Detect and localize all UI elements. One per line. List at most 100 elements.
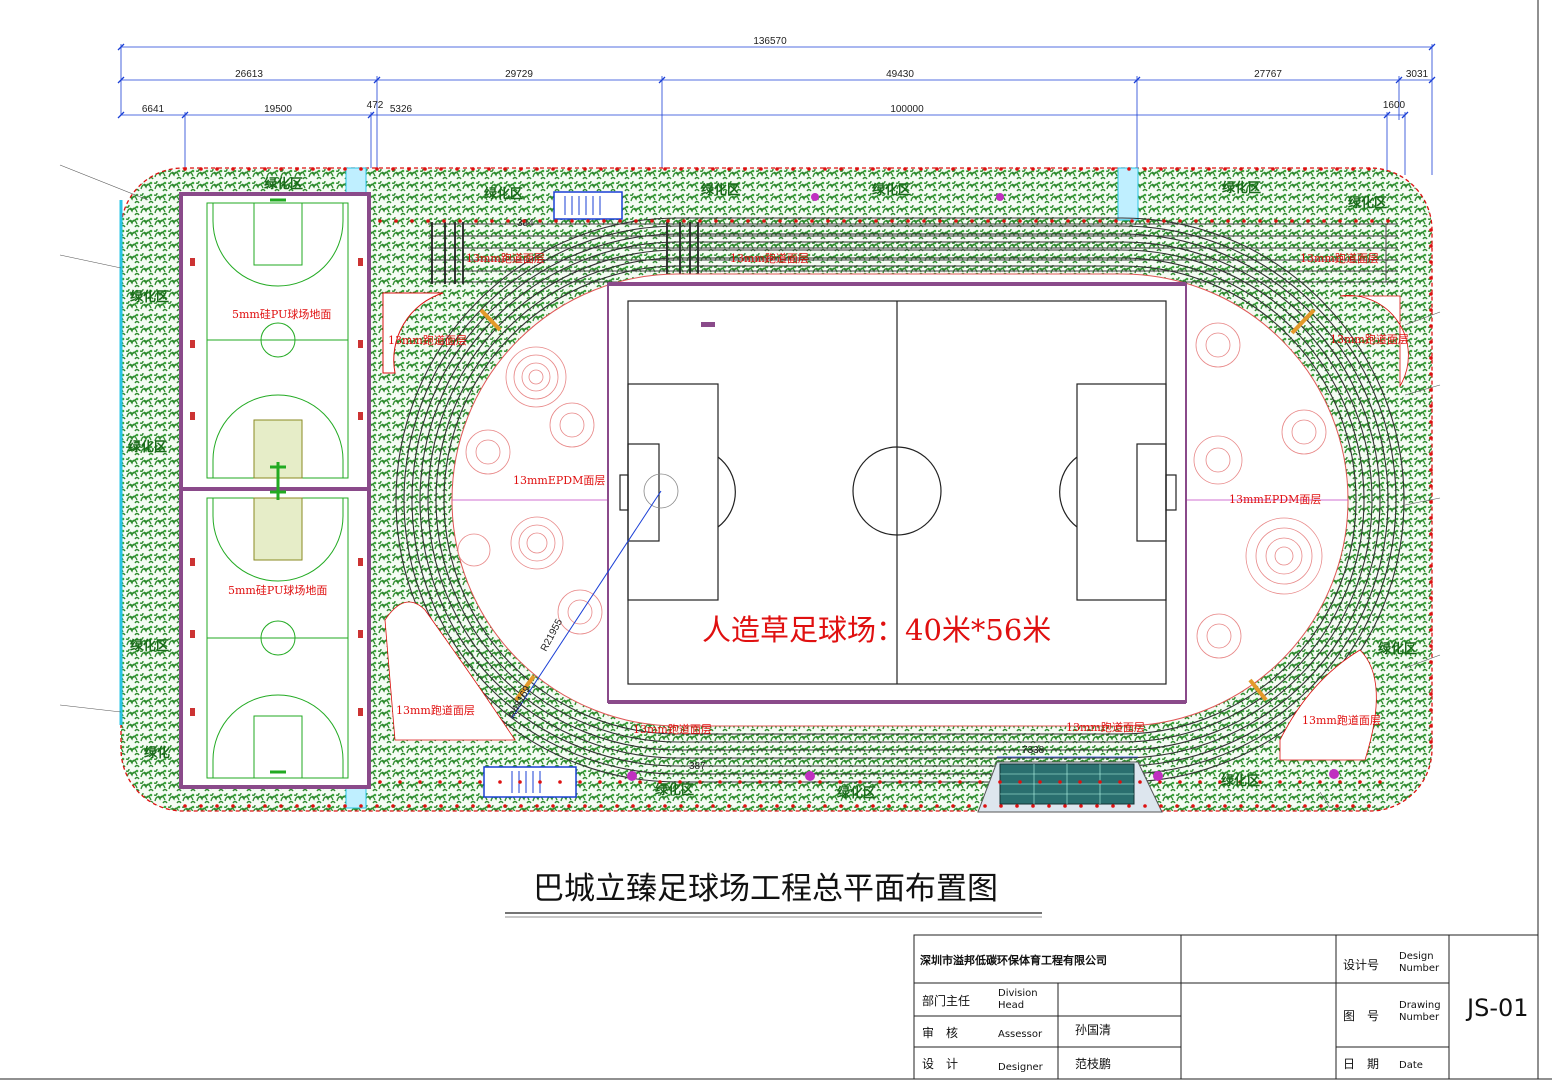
track-surface-label-8: 13mm跑道面层 xyxy=(1066,720,1145,734)
boundary-post xyxy=(663,804,667,808)
boundary-post xyxy=(615,167,619,171)
division-head-en-2: Head xyxy=(998,1000,1024,1011)
boundary-post xyxy=(823,167,827,171)
boundary-post xyxy=(791,167,795,171)
boundary-post xyxy=(678,780,682,784)
boundary-post xyxy=(535,804,539,808)
green-zone-label-6: 绿化区 xyxy=(1348,195,1387,211)
boundary-post xyxy=(602,219,606,223)
boundary-post xyxy=(1429,692,1433,696)
boundary-post xyxy=(1351,167,1355,171)
boundary-post xyxy=(638,780,642,784)
boundary-post xyxy=(1038,780,1042,784)
boundary-post xyxy=(519,804,523,808)
boundary-post xyxy=(1306,219,1310,223)
boundary-post xyxy=(378,780,382,784)
dim-26613: 26613 xyxy=(235,69,263,80)
boundary-post xyxy=(1429,596,1433,600)
boundary-post xyxy=(695,167,699,171)
dim-5326: 5326 xyxy=(390,104,413,115)
boundary-post xyxy=(807,167,811,171)
boundary-post xyxy=(407,167,411,171)
boundary-post xyxy=(1338,219,1342,223)
boundary-post xyxy=(698,219,702,223)
green-zone-label-1: 绿化区 xyxy=(264,176,303,192)
boundary-posts xyxy=(183,167,1433,808)
boundary-post xyxy=(558,780,562,784)
boundary-post xyxy=(967,804,971,808)
boundary-post xyxy=(1287,167,1291,171)
boundary-post xyxy=(647,804,651,808)
boundary-post xyxy=(1223,804,1227,808)
boundary-post xyxy=(455,804,459,808)
boundary-post xyxy=(758,780,762,784)
boundary-post xyxy=(983,167,987,171)
boundary-post xyxy=(858,780,862,784)
boundary-post xyxy=(1175,804,1179,808)
boundary-post xyxy=(1429,324,1433,328)
boundary-post xyxy=(794,219,798,223)
boundary-post xyxy=(1278,780,1282,784)
boundary-post xyxy=(903,167,907,171)
boundary-post xyxy=(759,167,763,171)
boundary-post xyxy=(1198,780,1202,784)
boundary-post xyxy=(1175,167,1179,171)
green-zone-label-13: 绿化区 xyxy=(1221,773,1260,789)
boundary-post xyxy=(183,804,187,808)
boundary-post xyxy=(1015,804,1019,808)
boundary-post xyxy=(599,804,603,808)
boundary-post xyxy=(1351,804,1355,808)
boundary-post xyxy=(583,804,587,808)
boundary-post xyxy=(498,780,502,784)
drawing-number-cn: 图 号 xyxy=(1343,1009,1379,1023)
boundary-post xyxy=(738,780,742,784)
boundary-post xyxy=(1429,292,1433,296)
boundary-post xyxy=(906,219,910,223)
boundary-post xyxy=(1367,167,1371,171)
boundary-post xyxy=(327,167,331,171)
boundary-post xyxy=(1429,356,1433,360)
boundary-post xyxy=(1287,804,1291,808)
designer-en: Designer xyxy=(998,1062,1044,1073)
boundary-post xyxy=(839,167,843,171)
boundary-post xyxy=(903,804,907,808)
boundary-post xyxy=(490,219,494,223)
boundary-post xyxy=(439,804,443,808)
boundary-post xyxy=(1178,780,1182,784)
boundary-post xyxy=(1271,804,1275,808)
boundary-post xyxy=(1207,804,1211,808)
green-zone-label-5: 绿化区 xyxy=(1222,180,1261,196)
boundary-post xyxy=(730,219,734,223)
green-zone-label-8: 绿化区 xyxy=(128,439,167,455)
track-surface-label-3: 13mm跑道面层 xyxy=(1300,251,1379,265)
boundary-post xyxy=(874,219,878,223)
assessor-en: Assessor xyxy=(998,1029,1043,1040)
corner-zone-top-left xyxy=(382,292,444,374)
boundary-post xyxy=(615,804,619,808)
boundary-post xyxy=(1095,167,1099,171)
boundary-post xyxy=(1002,219,1006,223)
boundary-post xyxy=(1066,219,1070,223)
boundary-post xyxy=(1127,167,1131,171)
designer-cn: 设 计 xyxy=(922,1057,958,1071)
boundary-post xyxy=(1114,219,1118,223)
boundary-post xyxy=(1258,219,1262,223)
boundary-post xyxy=(743,167,747,171)
boundary-post xyxy=(426,219,430,223)
boundary-post xyxy=(1429,420,1433,424)
boundary-post xyxy=(279,167,283,171)
boundary-post xyxy=(1194,219,1198,223)
boundary-post xyxy=(578,780,582,784)
green-zone-label-2: 绿化区 xyxy=(484,186,523,202)
company-name: 深圳市溢邦低碳环保体育工程有限公司 xyxy=(920,953,1107,967)
boundary-post xyxy=(839,804,843,808)
boundary-post xyxy=(199,804,203,808)
boundary-post xyxy=(311,167,315,171)
boundary-post xyxy=(1429,564,1433,568)
boundary-post xyxy=(855,804,859,808)
boundary-post xyxy=(474,219,478,223)
boundary-post xyxy=(1354,219,1358,223)
boundary-post xyxy=(746,219,750,223)
dim-100000: 100000 xyxy=(890,104,924,115)
dim-19500: 19500 xyxy=(264,104,292,115)
